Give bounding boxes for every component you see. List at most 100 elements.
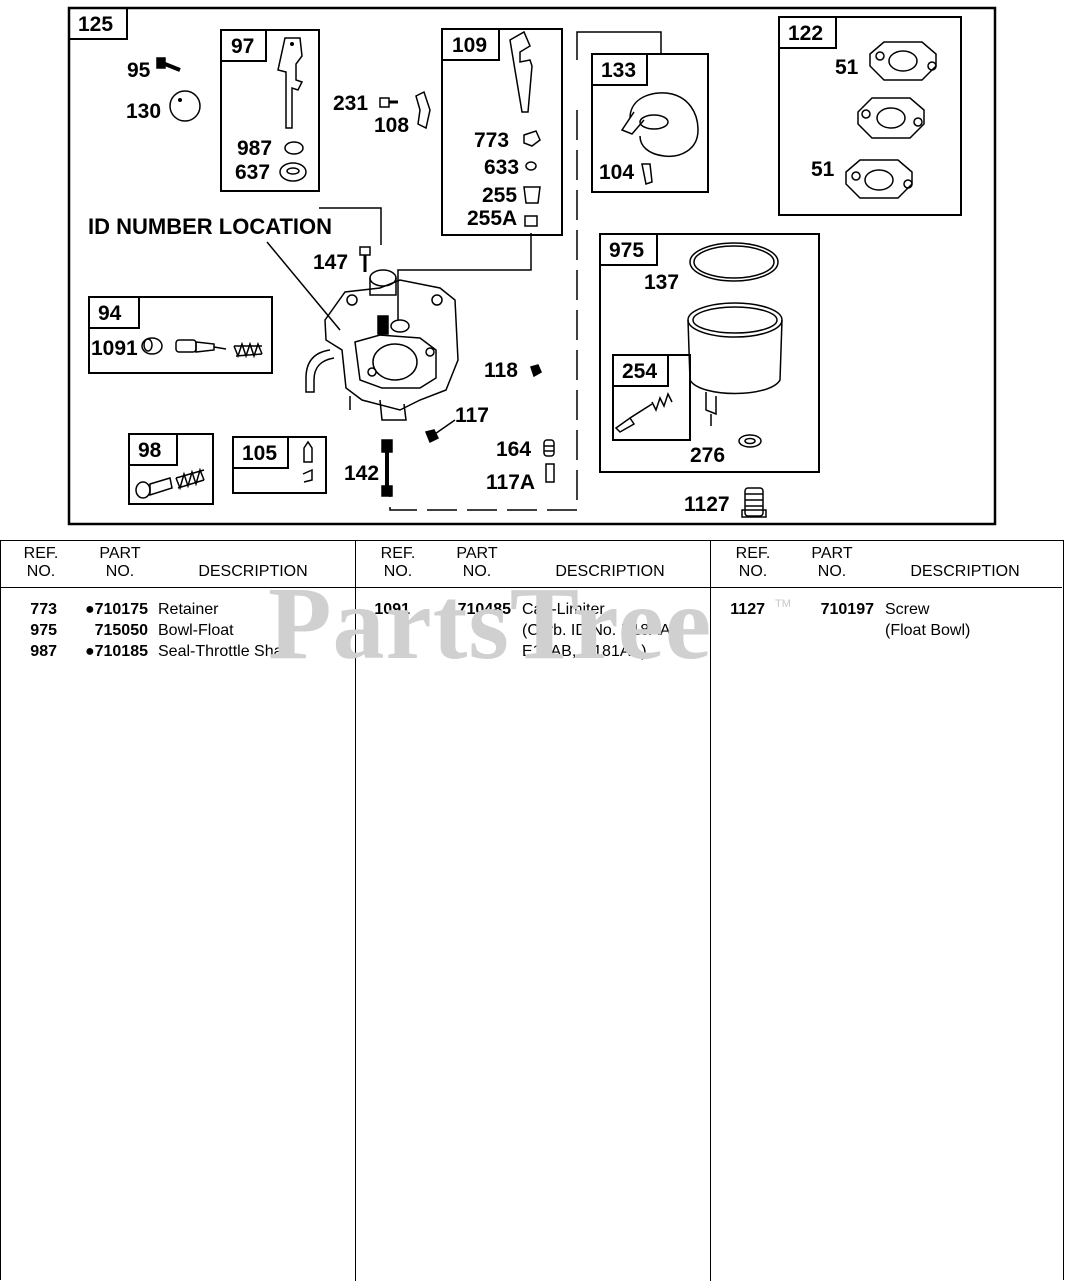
parts-column-1: REF. NO. PART NO. DESCRIPTION 773 ●71017… [1,541,355,1281]
part-no-header: PART [99,545,141,562]
callout-147: 147 [313,251,348,274]
spring-icon [175,467,205,491]
part-164-icon [543,439,555,457]
gasket-icon [857,97,925,139]
connector-line [389,110,578,511]
part-773-icon [523,130,541,147]
table-header: REF. NO. PART NO. DESCRIPTION [711,541,1062,588]
callout-987: 987 [237,137,272,160]
inlet-needle-icon [302,440,313,483]
callout-276: 276 [690,444,725,467]
seal-637-icon [279,162,307,182]
parts-column-2: REF. NO. PART NO. DESCRIPTION 1091 71048… [355,541,710,1281]
connector-line [319,207,382,245]
box-ref-97: 97 [231,35,254,58]
box-133 [591,53,709,193]
callout-142: 142 [344,462,379,485]
needle-valve-icon [175,339,227,353]
carburetor-exploded-diagram: 125 97 109 133 122 94 98 105 975 254 ID … [67,6,997,526]
box-ref-98: 98 [138,439,162,462]
part-255a-icon [524,215,538,227]
callout-1127: 1127 [684,493,730,516]
throttle-shaft-icon [277,37,304,129]
part-118-icon [530,364,542,378]
box-975 [599,233,820,473]
table-row: (Carb. ID No. E18AA, [522,622,675,639]
o-ring-137-icon [689,242,779,282]
id-number-location-label: ID NUMBER LOCATION [88,214,332,239]
drain-screw-icon [614,392,673,433]
idle-screw-icon [135,477,173,499]
float-bowl-icon [687,302,783,426]
callout-137: 137 [644,271,679,294]
box-109 [441,28,563,236]
screw-147-icon [359,246,371,272]
callout-773: 773 [474,129,509,152]
table-row: E18AB, G181AA) [522,643,647,660]
callout-117a: 117A [486,471,535,494]
callout-51-top: 51 [835,56,859,79]
table-row: 1127 710197 Screw [730,601,930,618]
part-633-icon [525,161,537,171]
part-255-icon [523,186,541,204]
box-97 [220,29,320,192]
box-ref-122: 122 [788,22,823,45]
washer-276-icon [738,434,762,448]
spring-icon [233,341,263,359]
table-row: 1091 710485 Cap-Limiter [374,601,605,618]
table-row: 987 ●710185 Seal-Throttle Shaft [30,643,292,660]
part-117-icon [424,429,440,444]
description-header: DESCRIPTION [198,563,308,580]
callout-117: 117 [455,404,489,427]
box-ref-133: 133 [601,59,636,82]
box-ref-975: 975 [609,239,644,262]
limiter-cap-icon [141,337,163,355]
callout-95: 95 [127,59,151,82]
screw-95-icon [156,57,181,72]
partstree-watermark: PartsTree [268,566,713,681]
box-ref-254: 254 [622,360,657,383]
callout-164: 164 [496,438,531,461]
callout-633: 633 [484,156,519,179]
connector-line [397,233,532,320]
diagram-frame [67,6,997,526]
connector-line [576,31,662,60]
assembly-ref: 125 [78,13,113,36]
callout-637: 637 [235,161,270,184]
table-header: REF. NO. PART NO. DESCRIPTION [1,541,355,588]
callout-255: 255 [482,184,517,207]
parts-column-3: REF. NO. PART NO. DESCRIPTION 1127 71019… [710,541,1062,1281]
callout-231: 231 [333,92,368,115]
carburetor-body-icon [305,269,459,421]
part-117a-icon [545,463,555,483]
choke-shaft-icon [509,30,533,113]
callout-104: 104 [599,161,634,184]
table-header: REF. NO. PART NO. DESCRIPTION [356,541,710,588]
box-94 [88,296,273,374]
ref-no-header: REF. [23,545,59,562]
screw-1127-icon [741,487,767,518]
table-row: (Float Bowl) [885,622,971,639]
callout-130: 130 [126,100,161,123]
callout-108: 108 [374,114,409,137]
gasket-icon [869,41,937,81]
plate-108-icon [415,90,431,130]
pin-104-icon [641,163,653,185]
parts-table: REF. NO. PART NO. DESCRIPTION 773 ●71017… [0,540,1064,1281]
table-row: 975 715050 Bowl-Float [30,622,234,639]
box-ref-109: 109 [452,34,487,57]
float-133-icon [620,92,699,158]
seal-987-icon [284,141,304,155]
box-122 [778,16,962,216]
box-ref-94: 94 [98,302,122,325]
plug-130-icon [169,90,201,122]
gasket-icon [845,159,913,199]
callout-118: 118 [484,359,518,382]
callout-255a: 255A [467,207,517,230]
box-ref-105: 105 [242,442,277,465]
callout-1091: 1091 [91,337,138,360]
trademark-mark: TM [775,598,791,610]
table-row: 773 ●710175 Retainer [30,601,219,618]
callout-51-bottom: 51 [811,158,835,181]
screw-231-icon [379,97,398,108]
